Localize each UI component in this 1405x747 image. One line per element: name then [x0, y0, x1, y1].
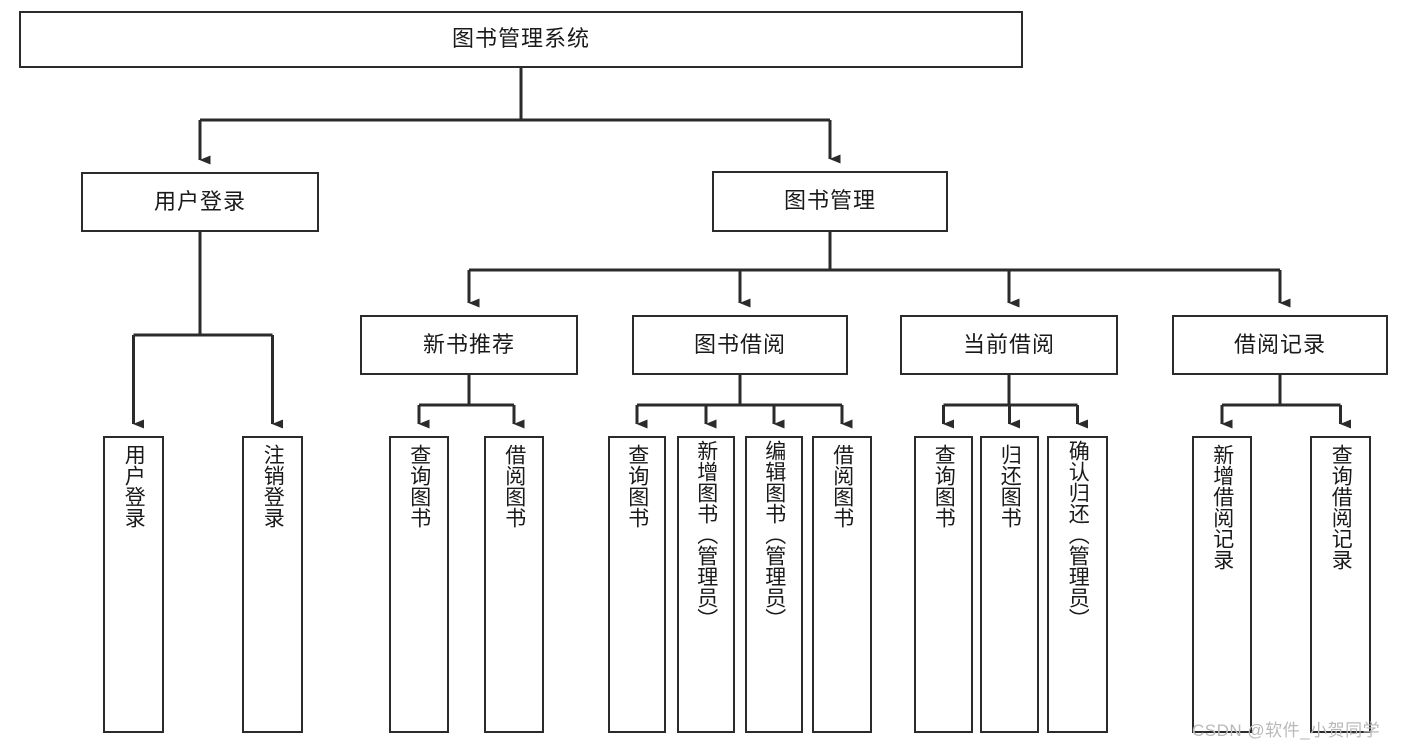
- node-leaf-query-book-1-label: 查询图书: [407, 444, 431, 528]
- node-leaf-confirm-return-admin[interactable]: 确认归还（管理员）: [1047, 436, 1108, 733]
- node-leaf-borrow-book-2[interactable]: 借阅图书: [812, 436, 872, 733]
- node-user-login[interactable]: 用户登录: [81, 172, 319, 232]
- node-root[interactable]: 图书管理系统: [19, 11, 1023, 68]
- node-leaf-borrow-book-1-label: 借阅图书: [502, 444, 526, 528]
- node-leaf-query-book-1[interactable]: 查询图书: [389, 436, 449, 733]
- node-leaf-query-book-3-label: 查询图书: [932, 444, 956, 528]
- node-leaf-user-login-label: 用户登录: [122, 444, 146, 528]
- node-new-book-recommend-label: 新书推荐: [422, 331, 515, 357]
- node-leaf-query-book-3[interactable]: 查询图书: [914, 436, 973, 733]
- node-borrow-record-label: 借阅记录: [1233, 331, 1326, 357]
- node-book-borrow[interactable]: 图书借阅: [632, 315, 848, 375]
- node-leaf-query-book-2[interactable]: 查询图书: [608, 436, 666, 733]
- node-leaf-query-book-2-label: 查询图书: [625, 444, 649, 528]
- node-book-manage[interactable]: 图书管理: [712, 171, 948, 232]
- node-new-book-recommend[interactable]: 新书推荐: [360, 315, 578, 375]
- node-borrow-record[interactable]: 借阅记录: [1172, 315, 1388, 375]
- node-leaf-borrow-book-2-label: 借阅图书: [830, 444, 854, 528]
- node-user-login-label: 用户登录: [153, 188, 246, 214]
- node-leaf-edit-book-admin[interactable]: 编辑图书（管理员）: [745, 436, 803, 733]
- node-leaf-logout[interactable]: 注销登录: [242, 436, 303, 733]
- node-leaf-query-borrow-record[interactable]: 查询借阅记录: [1310, 436, 1371, 733]
- node-leaf-add-borrow-record-label: 新增借阅记录: [1210, 444, 1234, 570]
- node-leaf-query-borrow-record-label: 查询借阅记录: [1329, 444, 1353, 570]
- node-book-borrow-label: 图书借阅: [693, 331, 786, 357]
- node-current-borrow[interactable]: 当前借阅: [900, 315, 1118, 375]
- node-leaf-add-borrow-record[interactable]: 新增借阅记录: [1192, 436, 1252, 733]
- node-leaf-add-book-admin[interactable]: 新增图书（管理员）: [677, 436, 735, 733]
- node-leaf-confirm-return-admin-label: 确认归还（管理员）: [1066, 440, 1090, 629]
- node-leaf-add-book-admin-label: 新增图书（管理员）: [694, 440, 718, 629]
- node-leaf-logout-label: 注销登录: [261, 444, 285, 528]
- node-root-label: 图书管理系统: [451, 26, 590, 52]
- node-leaf-borrow-book-1[interactable]: 借阅图书: [484, 436, 544, 733]
- node-current-borrow-label: 当前借阅: [962, 331, 1055, 357]
- node-leaf-user-login[interactable]: 用户登录: [103, 436, 164, 733]
- node-leaf-return-book[interactable]: 归还图书: [980, 436, 1039, 733]
- node-leaf-return-book-label: 归还图书: [998, 444, 1022, 528]
- node-book-manage-label: 图书管理: [783, 188, 876, 214]
- node-leaf-edit-book-admin-label: 编辑图书（管理员）: [762, 440, 786, 629]
